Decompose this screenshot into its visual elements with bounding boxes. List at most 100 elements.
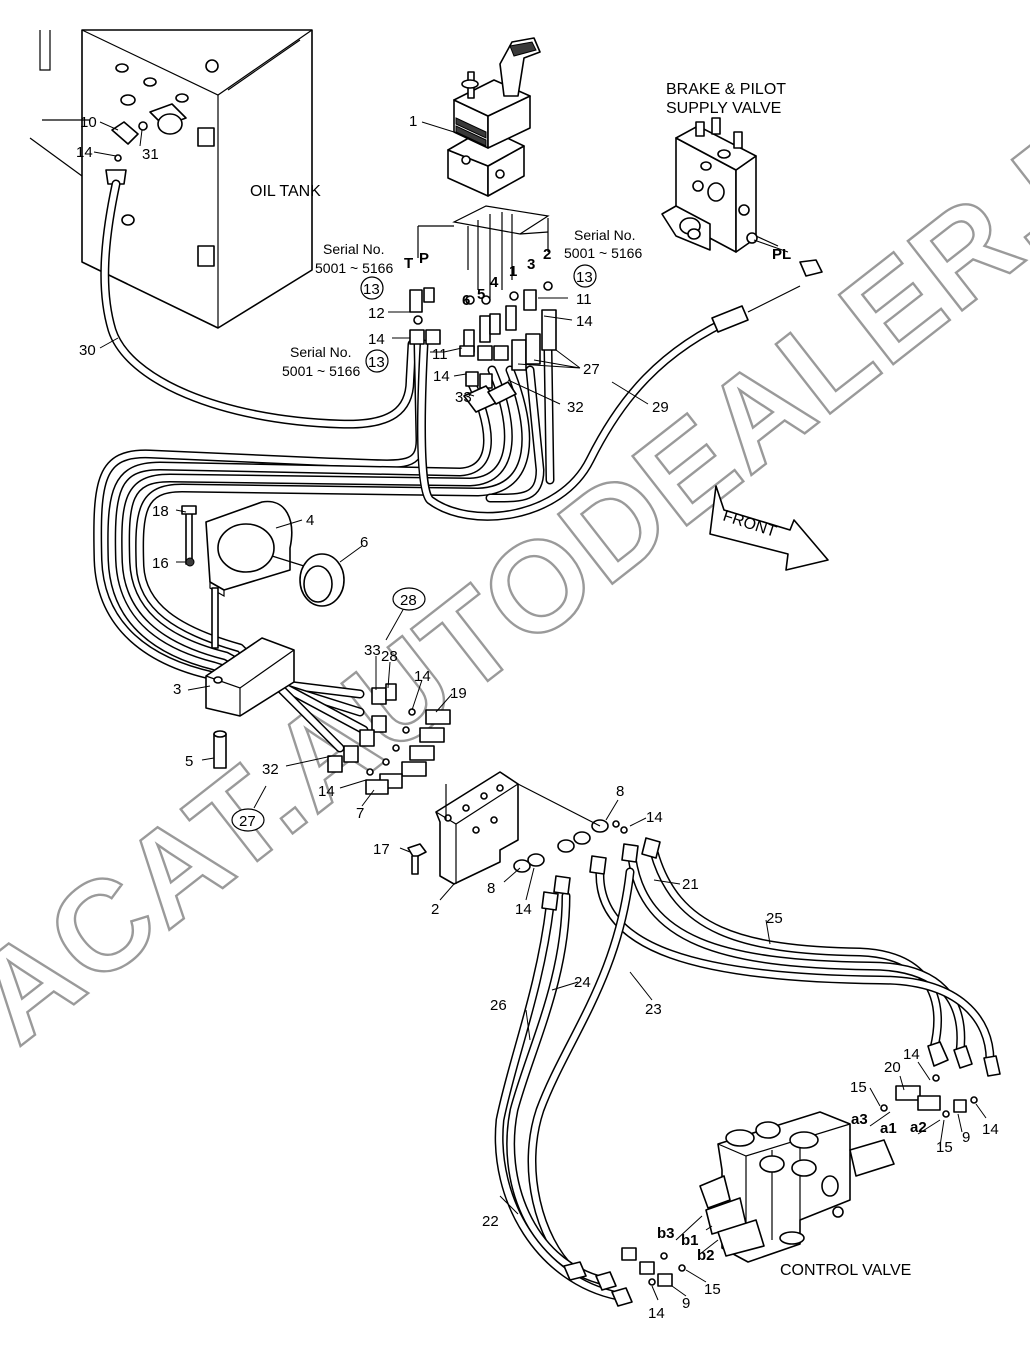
part-28-label: 28 [400,592,417,609]
port-1: 1 [509,263,517,280]
callout-9: 9 [682,1295,690,1312]
callout-8: 8 [616,783,624,800]
circled-27: 27 [231,808,265,832]
serial-label: Serial No. [290,344,351,360]
callout-4: 4 [306,512,314,529]
port-5: 5 [477,286,485,303]
callout-2: 2 [431,901,439,918]
serial-range: 5001 ~ 5166 [564,245,642,261]
callout-14: 14 [76,144,93,161]
serial-note-left-bottom: Serial No. 5001 ~ 5166 [282,344,360,379]
callout-14: 14 [414,668,431,685]
callout-11: 11 [576,291,592,308]
callout-3: 3 [173,681,181,698]
callout-32: 32 [567,399,584,416]
part-27-label: 27 [239,813,256,830]
pilot-valve-base [417,205,550,300]
port-a1: a1 [880,1120,897,1137]
callout-24: 24 [574,974,591,991]
port-2: 2 [543,246,551,263]
pilot-fittings [409,281,557,413]
part-13-label: 13 [576,269,593,286]
brake-valve-label-line1: BRAKE & PILOT [666,81,786,98]
callout-33: 33 [455,389,472,406]
serial-range: 5001 ~ 5166 [315,260,393,276]
callout-12: 12 [368,305,385,322]
callout-14: 14 [903,1046,920,1063]
hose-30 [100,179,417,429]
circled-13-right: 13 [573,264,597,288]
port-b3: b3 [657,1225,675,1242]
serial-label: Serial No. [574,227,635,243]
control-port-labels: a3 a1 a2 b3 b1 b2 [657,1111,927,1264]
callout-17: 17 [373,841,390,858]
callout-9: 9 [962,1129,970,1146]
callout-10: 10 [80,114,97,131]
callout-14: 14 [648,1305,665,1322]
callout-28: 28 [381,648,398,665]
oil-tank [29,29,313,329]
part-13-label: 13 [368,354,385,371]
control-valve [699,1111,895,1263]
callout-26: 26 [490,997,507,1014]
callout-29: 29 [652,399,669,416]
callout-20: 20 [884,1059,901,1076]
port-t: T [404,255,413,272]
callout-14: 14 [368,331,385,348]
callout-25: 25 [766,910,783,927]
control-fittings [621,1074,978,1287]
callout-14: 14 [982,1121,999,1138]
pilot-port-labels: T P 2 3 1 4 5 6 [404,246,551,309]
part-callouts: 1 10 14 31 30 12 14 11 14 33 11 14 27 32… [76,113,999,1322]
oil-tank-label: OIL TANK [250,183,321,200]
tank-elbow-fitting [105,121,148,185]
callout-18: 18 [152,503,169,520]
callout-15: 15 [936,1139,953,1156]
port-b1: b1 [681,1232,699,1249]
callout-1: 1 [409,113,417,130]
callout-8: 8 [487,880,495,897]
callout-32: 32 [262,761,279,778]
part-13-label: 13 [363,281,380,298]
hose-bundle [93,339,555,753]
callout-21: 21 [682,876,699,893]
callout-22: 22 [482,1213,499,1230]
callout-19: 19 [450,685,467,702]
callout-15: 15 [850,1079,867,1096]
callout-14: 14 [318,783,335,800]
port-b2: b2 [697,1247,715,1264]
brake-pilot-supply-valve [661,117,823,277]
bracket-fittings [327,683,628,873]
callout-30: 30 [79,342,96,359]
brake-valve-label-line2: SUPPLY VALVE [666,100,781,117]
callout-14: 14 [433,368,450,385]
control-valve-label: CONTROL VALVE [780,1262,911,1279]
callout-15: 15 [704,1281,721,1298]
port-a2: a2 [910,1119,927,1136]
hose-support-plate [181,500,345,649]
hose-29 [417,285,801,521]
callout-6: 6 [360,534,368,551]
hose-clamp-block [205,637,295,769]
serial-note-left-top: Serial No. 5001 ~ 5166 [315,241,393,276]
port-a3: a3 [851,1111,868,1128]
mounting-bracket [407,771,519,885]
pilot-valve-joystick [447,37,541,197]
callout-27: 27 [583,361,600,378]
callout-16: 16 [152,555,169,572]
callout-14: 14 [515,901,532,918]
port-4: 4 [490,274,499,291]
callout-7: 7 [356,805,364,822]
callout-31: 31 [142,146,159,163]
callout-23: 23 [645,1001,662,1018]
leader-lines [93,121,987,1301]
port-6: 6 [462,292,470,309]
callout-14: 14 [576,313,593,330]
circled-13-top-left: 13 [360,276,384,300]
circled-13-bottom-left: 13 [365,349,389,373]
port-3: 3 [527,256,535,273]
circled-28: 28 [392,587,426,611]
port-p: P [419,250,429,267]
callout-5: 5 [185,753,193,770]
